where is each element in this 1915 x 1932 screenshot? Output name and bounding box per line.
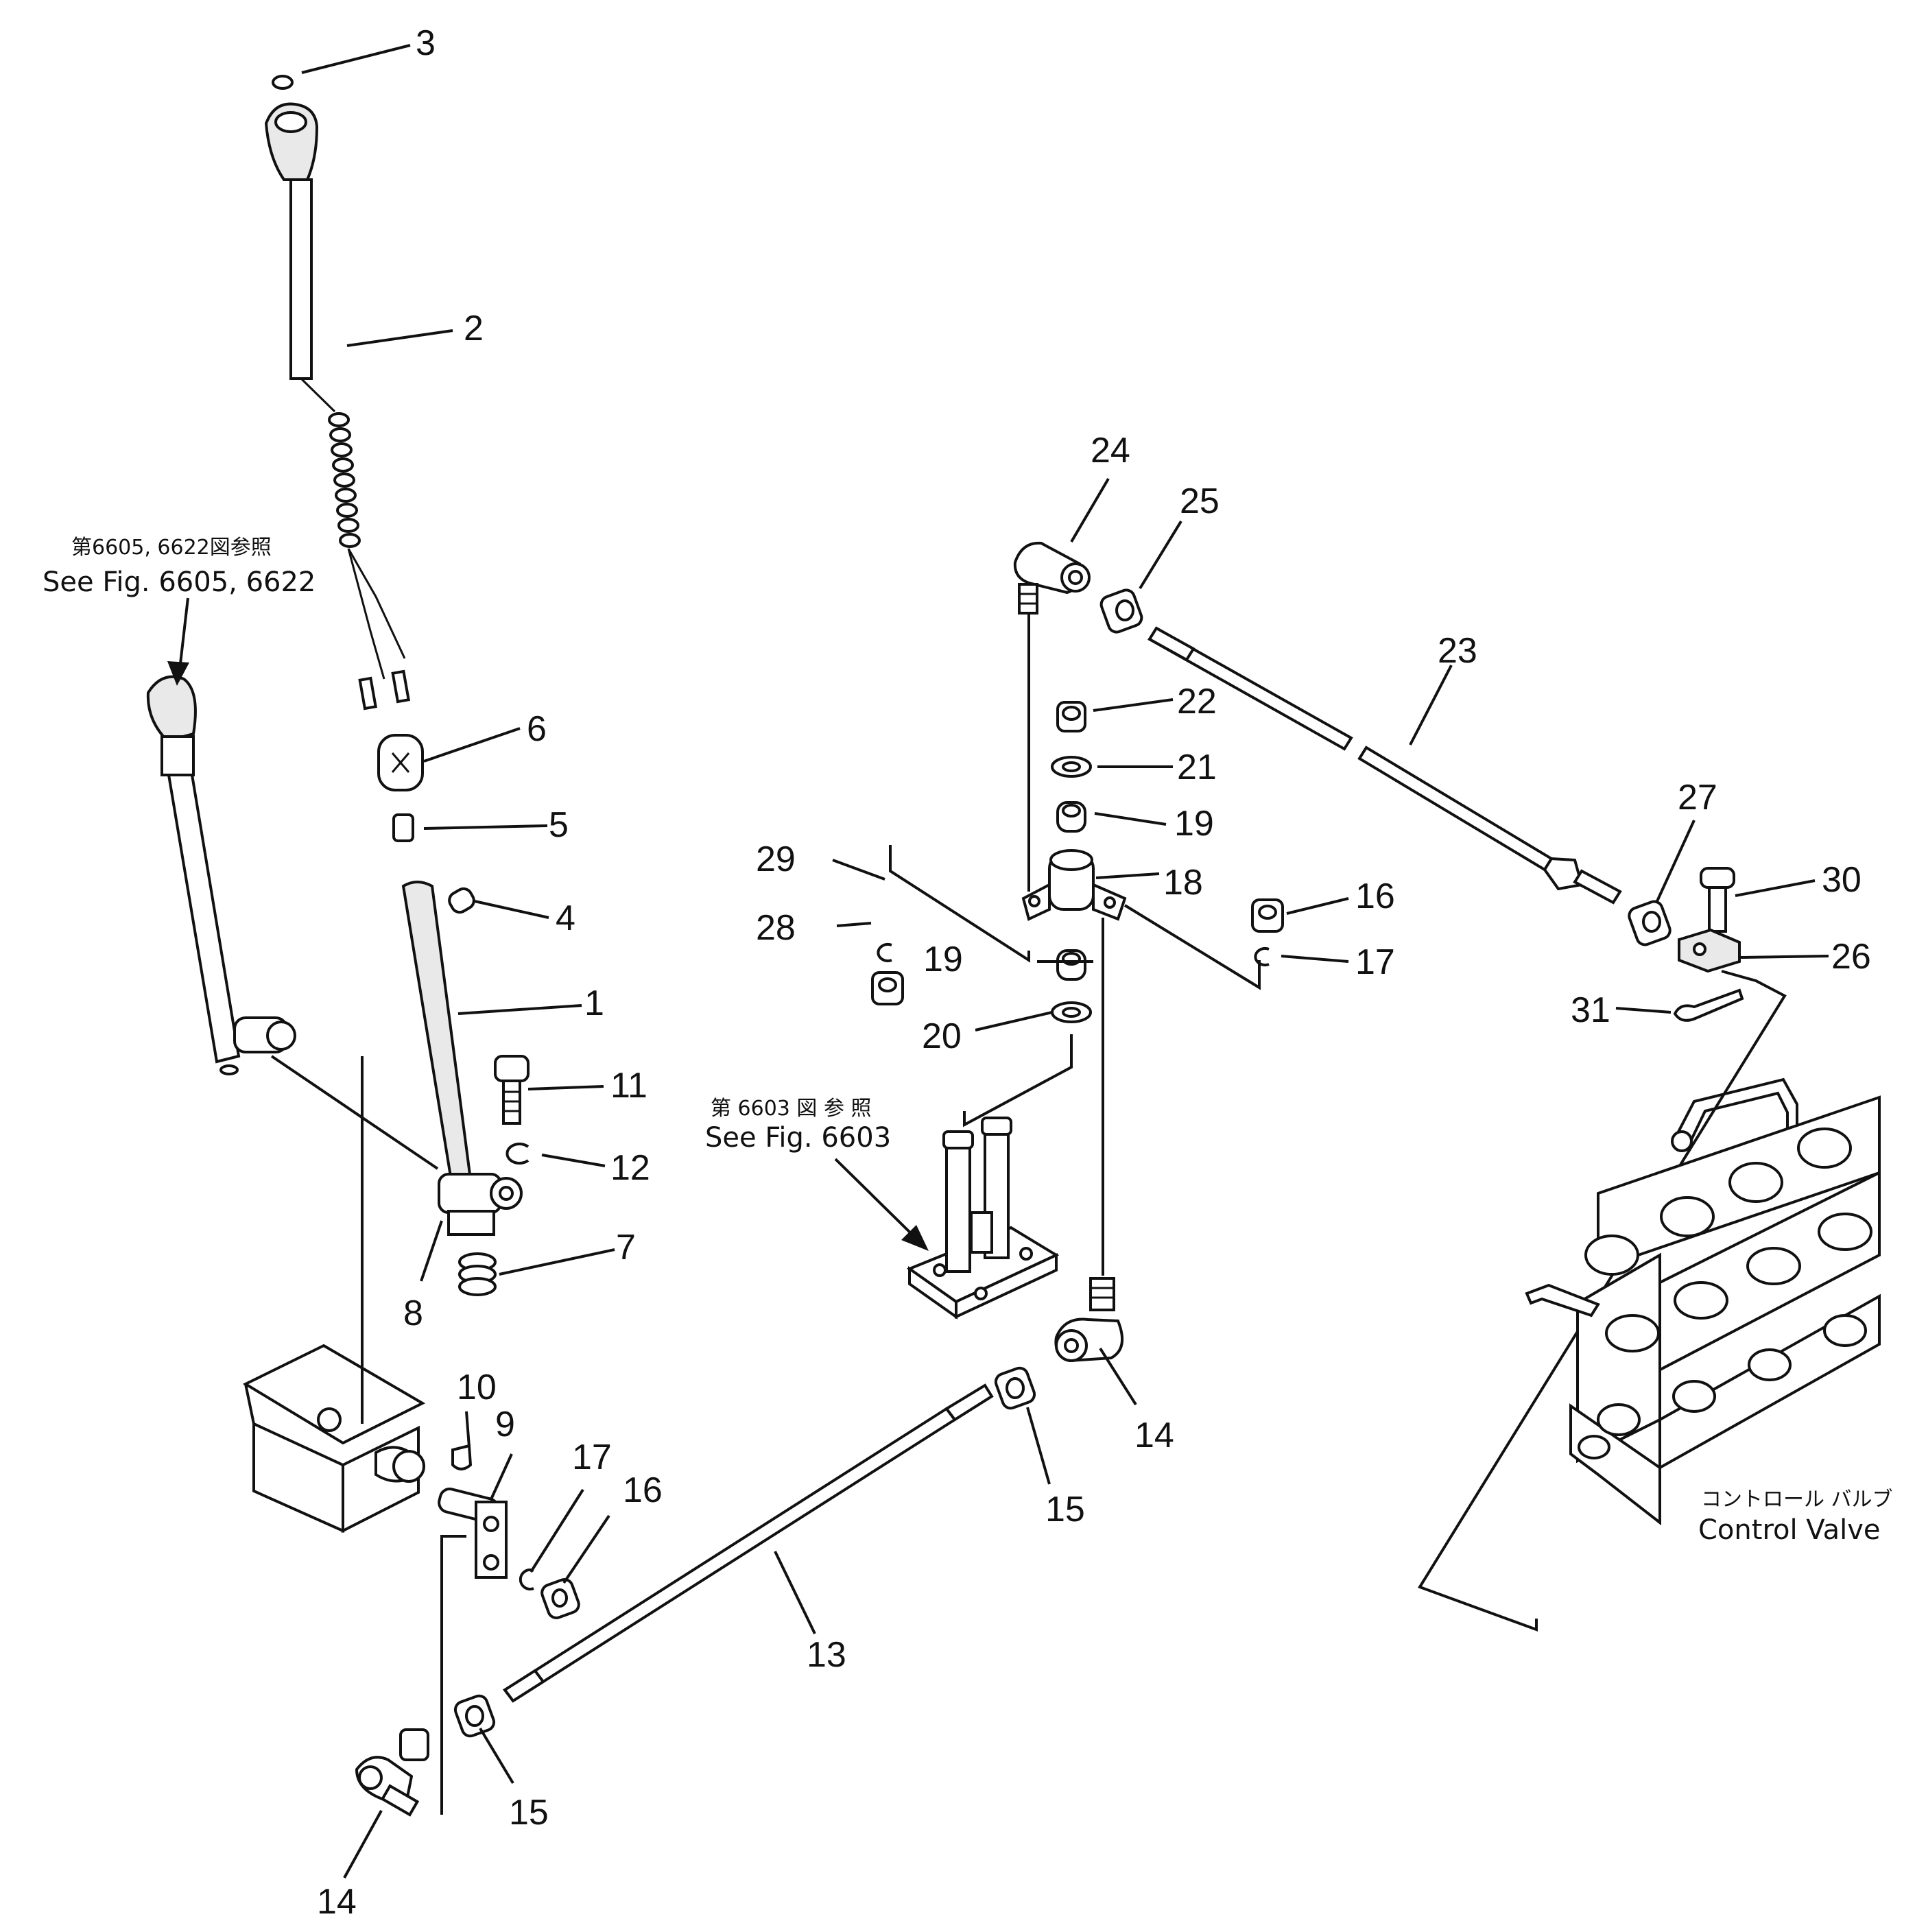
reference-lever	[146, 675, 296, 1075]
spring-part-4	[448, 887, 475, 914]
nut-part-25	[1099, 588, 1143, 634]
lever-rod-part-2	[289, 178, 313, 380]
nut-part-15-left	[453, 1694, 496, 1738]
rod-part-13	[503, 1383, 994, 1703]
callout-11: 11	[610, 1066, 647, 1106]
callout-22: 22	[1177, 682, 1217, 721]
snap-ring-part-17-left	[519, 1569, 534, 1590]
callout-23: 23	[1438, 631, 1477, 671]
nut-part-27	[1628, 900, 1672, 946]
callout-27: 27	[1678, 778, 1717, 818]
bushing-part-19-top	[1056, 801, 1086, 833]
nut-part-5	[392, 813, 414, 842]
callout-21: 21	[1177, 748, 1217, 787]
callout-14-right: 14	[1134, 1416, 1174, 1455]
control-lever-assembly	[264, 75, 530, 1296]
callout-18: 18	[1163, 863, 1203, 903]
pivot-block	[438, 1173, 523, 1236]
callout-12: 12	[610, 1148, 650, 1188]
callout-17-left: 17	[572, 1438, 612, 1477]
callout-2: 2	[464, 309, 484, 348]
lever-box	[242, 1344, 426, 1534]
nut-part-16-left	[540, 1578, 580, 1619]
reference-notes: 第6605, 6622図参照 See Fig. 6605, 6622 第 660…	[43, 536, 1893, 1546]
callout-1: 1	[584, 983, 604, 1023]
snap-ring-part-12	[505, 1143, 530, 1165]
snap-ring-part-29	[877, 943, 892, 962]
nut-part-22	[1056, 701, 1086, 732]
control-valve	[1525, 1077, 1881, 1526]
callout-29: 29	[756, 839, 796, 879]
upper-rod-part-23	[1147, 626, 1622, 905]
callout-numbers: 1 2 3 4 5 6 7 8 9 10 11 12 13 14 14 15 1…	[317, 23, 1871, 1922]
nut-part-28	[871, 971, 904, 1005]
callout-28: 28	[756, 908, 796, 948]
bracket-part-18	[1021, 849, 1127, 921]
callout-17-right: 17	[1355, 942, 1395, 982]
clevis-part-26	[1678, 928, 1741, 973]
bolt-part-11	[494, 1055, 530, 1125]
nut-part-16-right	[1251, 898, 1284, 933]
bracket-assembly	[834, 541, 1284, 1410]
snap-ring-part-17-right	[1254, 947, 1270, 966]
ref-valve-note-en: See Fig. 6603	[705, 1122, 891, 1154]
callout-16-left: 16	[623, 1470, 663, 1510]
callout-7: 7	[616, 1228, 636, 1267]
callout-4: 4	[556, 898, 575, 938]
nut-part-15-right	[994, 1366, 1036, 1410]
callout-6: 6	[527, 709, 547, 749]
callout-19-bottom: 19	[923, 940, 963, 979]
callout-14-left: 14	[317, 1882, 357, 1922]
o-ring-part-3	[272, 75, 294, 90]
callout-5: 5	[549, 805, 569, 845]
callout-26: 26	[1831, 937, 1871, 977]
callout-8: 8	[403, 1293, 423, 1333]
ref-valve-note-jp: 第 6603 図 参 照	[711, 1097, 872, 1121]
callout-9: 9	[495, 1405, 515, 1444]
callout-15-left: 15	[509, 1793, 549, 1833]
callout-3: 3	[416, 23, 436, 63]
callout-30: 30	[1822, 860, 1862, 900]
rod-end-part-14-right	[1054, 1277, 1123, 1363]
callout-10: 10	[457, 1368, 497, 1407]
callout-20: 20	[922, 1016, 962, 1056]
callout-leaders	[167, 44, 1829, 1879]
key-part-10	[451, 1444, 473, 1470]
control-valve-note-jp: コントロール バルブ	[1701, 1488, 1893, 1512]
callout-16-right: 16	[1355, 876, 1395, 916]
cotter-pin-part-31	[1673, 988, 1744, 1022]
callout-13: 13	[807, 1635, 846, 1675]
callout-15-right: 15	[1045, 1490, 1085, 1529]
lever-shaft-part-1	[401, 881, 473, 1192]
valve-pedestal	[906, 1117, 1060, 1320]
coiled-wire	[328, 412, 361, 548]
rod-end-part-14-left	[355, 1728, 429, 1817]
callout-19-top: 19	[1174, 804, 1214, 844]
callout-25: 25	[1180, 481, 1220, 521]
pin-part-30	[1700, 867, 1735, 933]
bushing-part-19-bottom	[1056, 949, 1086, 981]
lever-arm-part-9	[438, 1488, 508, 1579]
lever-link-parts	[438, 1444, 580, 1619]
control-valve-note-en: Control Valve	[1698, 1514, 1880, 1546]
ref-lever-note-en: See Fig. 6605, 6622	[43, 567, 316, 598]
callout-24: 24	[1091, 431, 1130, 470]
rod-end-part-24	[1013, 541, 1091, 615]
callout-31: 31	[1571, 990, 1610, 1030]
spring-part-7	[458, 1252, 497, 1296]
ref-lever-note-jp: 第6605, 6622図参照	[71, 536, 272, 560]
